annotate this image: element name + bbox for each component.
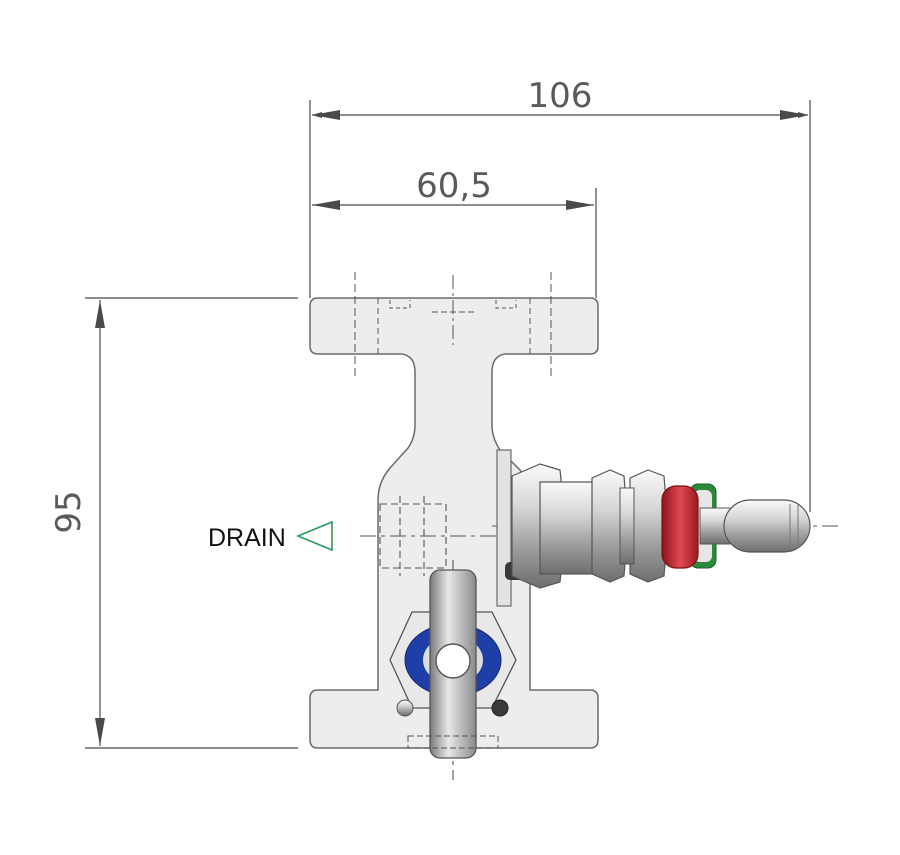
dimension-flange-width-value: 60,5 [416,166,492,206]
flange-hidden-lines [354,272,552,378]
dimension-height-value: 95 [49,490,89,533]
dimension-overall-width: 106 [309,76,811,512]
drain-valve [389,569,517,759]
drain-label: DRAIN [208,524,286,552]
dimension-overall-width-value: 106 [528,76,593,116]
drain-label-group: DRAIN [208,520,333,552]
dimension-height: 95 [49,297,298,749]
side-valve [496,449,811,607]
triangle-left-outline-icon [295,520,333,552]
dimension-flange-width: 60,5 [312,166,597,298]
manifold-body [309,297,599,749]
